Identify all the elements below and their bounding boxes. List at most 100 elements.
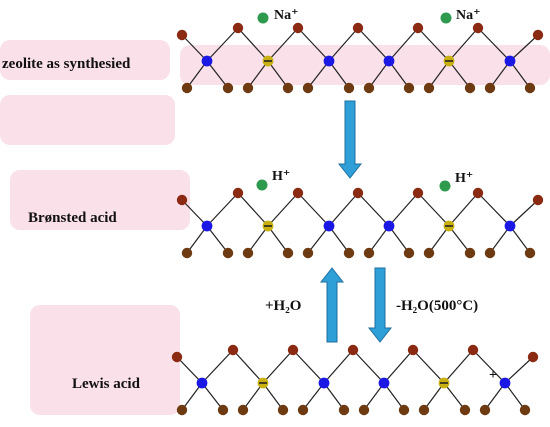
zeolite-label: zeolite as synthesied	[2, 56, 131, 72]
frameworks	[171, 12, 544, 416]
synthesized-oxygen-top	[292, 22, 304, 34]
synthesized-bond	[477, 27, 511, 62]
lewis-silicon-atom	[196, 377, 208, 389]
bronsted-bond	[237, 192, 269, 227]
bronsted-bond	[448, 225, 471, 254]
bronsted-bond	[417, 192, 450, 227]
bronsted-oxygen-bottom	[242, 247, 254, 259]
lewis-bond	[363, 382, 385, 411]
bronsted-bond	[388, 225, 410, 254]
synthesized-oxygen-top	[412, 22, 424, 34]
lewis-oxygen-top	[227, 344, 239, 356]
lewis-bond	[484, 382, 506, 411]
bronsted-oxygen-bottom	[363, 247, 375, 259]
lewis-oxygen-bottom	[297, 404, 309, 416]
bronsted-silicon-atom	[504, 220, 516, 232]
lewis-oxygen-top	[347, 344, 359, 356]
lewis-oxygen-bottom	[418, 404, 430, 416]
synthesized-bond	[181, 34, 208, 62]
lewis-oxygen-bottom	[217, 404, 229, 416]
synthesized-bond	[206, 27, 239, 62]
bronsted-bond	[509, 199, 539, 227]
lewis-oxygen-bottom	[237, 404, 249, 416]
bronsted-bond	[206, 192, 239, 227]
lewis-bond	[181, 382, 203, 411]
lewis-bond	[262, 382, 284, 411]
lewis-oxygen-bottom	[338, 404, 350, 416]
synthesized-bond	[247, 60, 269, 89]
lewis-silicon-atom	[499, 377, 511, 389]
synthesized-bond	[267, 27, 299, 62]
synthesized-bond	[509, 34, 539, 62]
synthesized-bond	[328, 60, 350, 89]
bronsted-silicon-atom	[383, 220, 395, 232]
lewis-oxygen-bottom	[358, 404, 370, 416]
bronsted-oxygen-bottom	[464, 247, 476, 259]
synthesized-bond	[448, 27, 479, 62]
synthesized-bond	[428, 60, 450, 89]
synthesized-oxygen-top	[532, 29, 544, 41]
synthesized-oxygen-bottom	[484, 82, 496, 94]
lewis-oxygen-bottom	[398, 404, 410, 416]
synthesized-bond	[267, 60, 289, 89]
bronsted-bond	[181, 199, 208, 227]
h-ion-label-2: H⁺	[455, 171, 473, 186]
bronsted-oxygen-top	[292, 187, 304, 199]
sodium-ion-dot	[440, 12, 452, 24]
lewis-silicon-atom	[378, 377, 390, 389]
synthesized-bond	[186, 60, 208, 89]
lewis-bond	[242, 382, 264, 411]
bronsted-bond	[368, 225, 390, 254]
bronsted-bond	[247, 225, 269, 254]
up-arrow-icon	[319, 267, 345, 343]
lewis-bond	[176, 356, 203, 384]
lewis-oxygen-top	[171, 351, 183, 363]
bronsted-oxygen-bottom	[282, 247, 294, 259]
proton-dot	[439, 180, 451, 192]
synthesized-oxygen-bottom	[222, 82, 234, 94]
lewis-oxygen-bottom	[176, 404, 188, 416]
synthesized-oxygen-top	[232, 22, 244, 34]
lewis-oxygen-top	[287, 344, 299, 356]
remove-water-label: -H₂O(500°C)	[396, 298, 478, 314]
bronsted-bond	[328, 192, 359, 227]
synthesized-silicon-atom	[201, 55, 213, 67]
synthesized-bond	[388, 27, 419, 62]
synthesized-bond	[297, 27, 330, 62]
bronsted-bond	[297, 192, 330, 227]
bronsted-oxygen-top	[176, 194, 188, 206]
lewis-bond	[201, 349, 234, 384]
bronsted-silicon-atom	[323, 220, 335, 232]
lewis-bond	[443, 349, 474, 384]
lewis-oxygen-bottom	[277, 404, 289, 416]
synthesized-oxygen-bottom	[524, 82, 536, 94]
synthesized-oxygen-bottom	[242, 82, 254, 94]
na-ion-label-2: Na⁺	[456, 8, 481, 23]
synthesized-bond	[206, 60, 229, 89]
synthesized-bond	[489, 60, 511, 89]
synthesized-bond	[509, 60, 531, 89]
bronsted-bond	[206, 225, 229, 254]
synthesized-bond	[328, 27, 359, 62]
synthesized-bond	[237, 27, 269, 62]
synthesized-oxygen-top	[176, 29, 188, 41]
down-arrow-icon	[367, 267, 393, 343]
lewis-bond	[232, 349, 264, 384]
bronsted-oxygen-top	[472, 187, 484, 199]
bronsted-label: Brønsted acid	[28, 210, 117, 226]
background-haze	[0, 40, 550, 415]
h-ion-label-1: H⁺	[272, 169, 290, 184]
lewis-oxygen-bottom	[479, 404, 491, 416]
synthesized-oxygen-bottom	[403, 82, 415, 94]
synthesized-silicon-atom	[323, 55, 335, 67]
lewis-label: Lewis acid	[72, 376, 141, 392]
bronsted-oxygen-bottom	[181, 247, 193, 259]
synthesized-silicon-atom	[504, 55, 516, 67]
bronsted-oxygen-top	[232, 187, 244, 199]
lewis-framework	[171, 344, 539, 416]
lewis-bond	[201, 382, 224, 411]
sodium-ion-dot	[257, 12, 269, 24]
lewis-silicon-atom	[318, 377, 330, 389]
